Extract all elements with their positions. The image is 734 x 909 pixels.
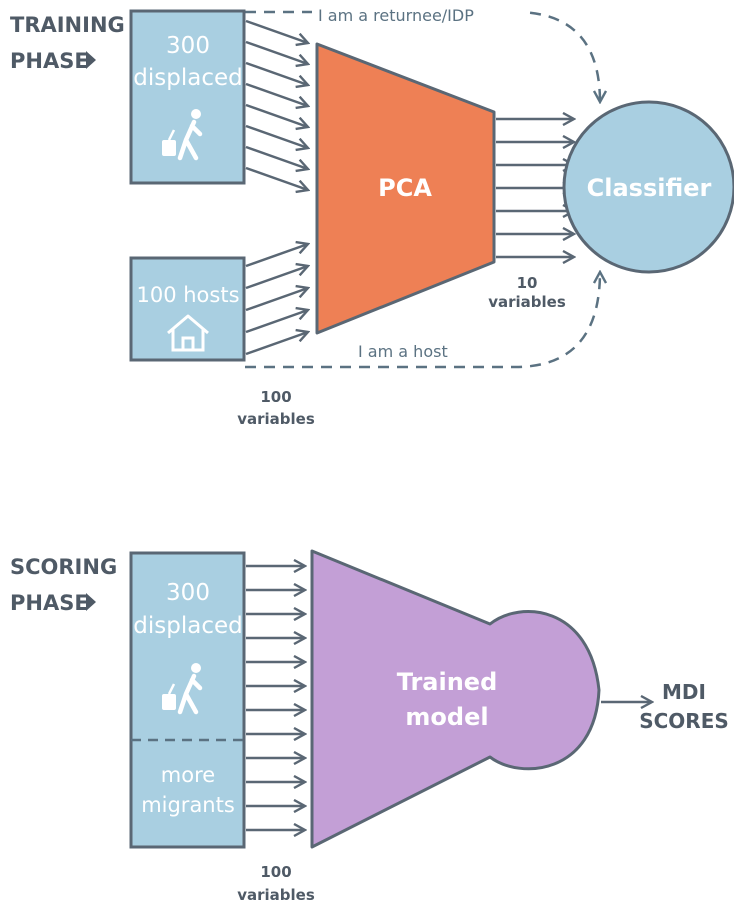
training-input-arrows [245, 19, 308, 356]
training-input-vars-count: 100 [260, 388, 291, 406]
scoring-phase-label-line2: PHASE [10, 591, 89, 615]
scoring-phase-label-line1: SCORING [10, 555, 117, 579]
hosts-count-label: 100 hosts [136, 283, 239, 307]
scores-label: SCORES [639, 709, 729, 733]
trained-model-line2: model [405, 703, 488, 731]
pca-label: PCA [378, 174, 432, 202]
trained-model-line1: Trained [397, 668, 498, 696]
pca-block: PCA [315, 42, 496, 335]
training-phase: TRAINING PHASE I am a returnee/IDP I am … [10, 4, 734, 428]
house-icon [167, 314, 209, 352]
phase-triangle-icon [86, 51, 96, 69]
training-phase-label-line2: PHASE [10, 49, 89, 73]
traveler-icon [162, 663, 203, 715]
scoring-displaced-count: 300 [166, 580, 210, 606]
traveler-icon [162, 109, 203, 161]
training-displaced-box: 300 displaced [129, 9, 246, 185]
scoring-input-box: 300 displaced more migrants [129, 551, 246, 849]
output-vars-label: variables [488, 293, 566, 311]
scoring-input-vars-label: variables [237, 886, 315, 904]
mdi-label: MDI [662, 680, 706, 704]
trained-model-block: Trained model [310, 549, 601, 849]
training-displaced-text: displaced [133, 65, 242, 91]
scoring-input-arrows [246, 566, 305, 830]
migrants-line2: migrants [141, 793, 235, 817]
scoring-phase: SCORING PHASE 300 displaced more migrant… [10, 549, 729, 904]
classifier-label: Classifier [587, 174, 712, 202]
host-label: I am a host [358, 342, 448, 361]
scoring-displaced-text: displaced [133, 613, 242, 639]
classifier-circle: Classifier [562, 100, 734, 274]
returnee-label: I am a returnee/IDP [318, 6, 474, 25]
returnee-dashed-path [245, 10, 600, 102]
training-output-arrows [496, 119, 574, 257]
output-vars-count: 10 [517, 274, 538, 292]
training-displaced-count: 300 [166, 33, 210, 59]
training-hosts-box: 100 hosts [129, 256, 246, 362]
training-phase-label-line1: TRAINING [10, 13, 125, 37]
scoring-input-vars-count: 100 [260, 863, 291, 881]
training-input-vars-label: variables [237, 410, 315, 428]
phase-triangle-icon [86, 593, 96, 611]
migrants-line1: more [161, 763, 215, 787]
